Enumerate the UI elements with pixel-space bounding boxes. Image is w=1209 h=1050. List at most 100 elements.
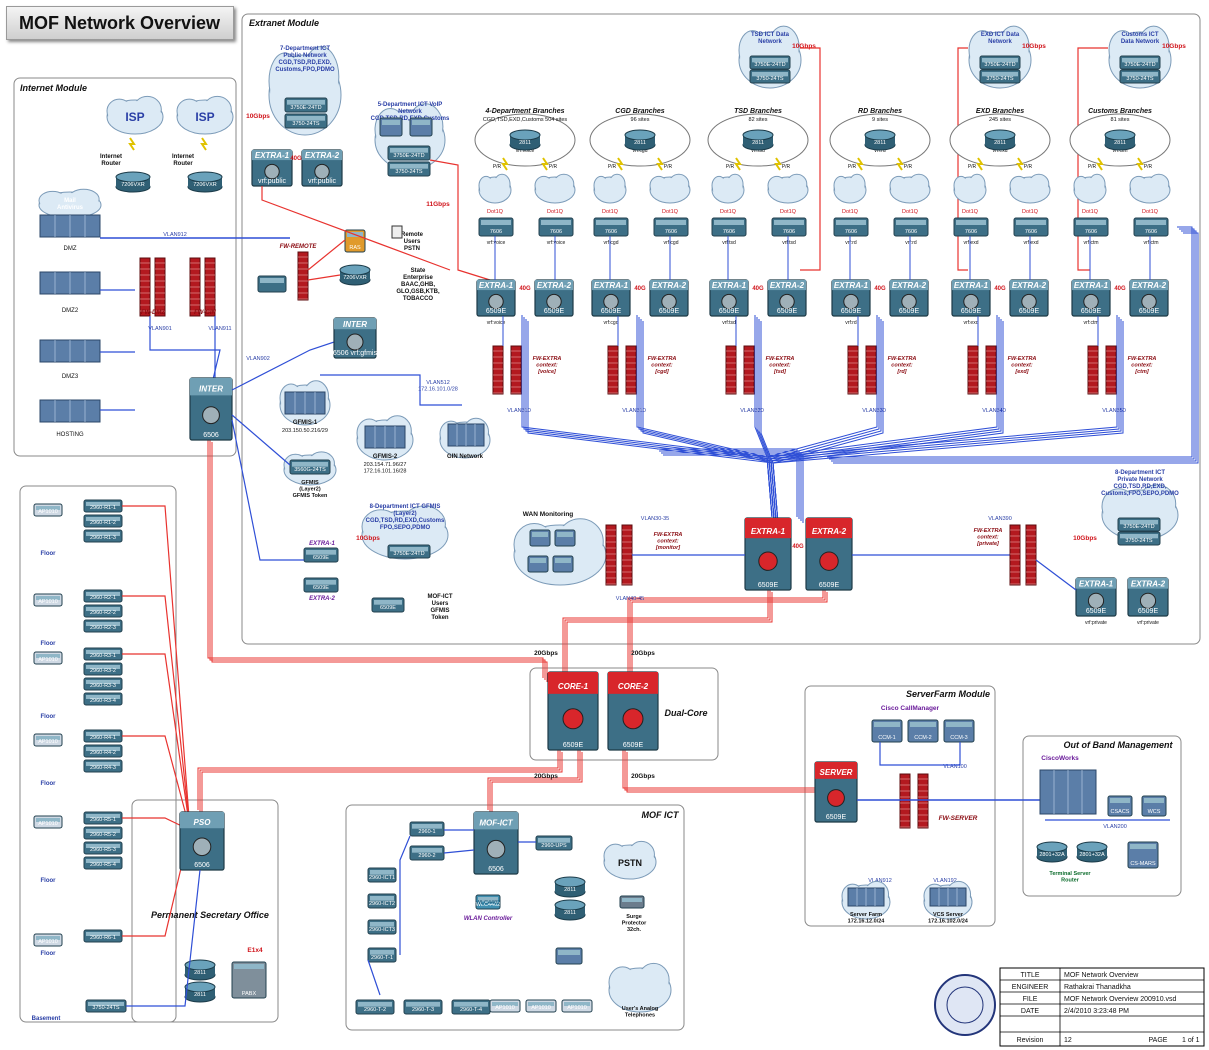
- dmz-server-1: [39, 214, 101, 238]
- lightning-icon: [656, 157, 664, 171]
- public-switch-2: 3750-24TS: [284, 113, 328, 129]
- switch-face: [714, 220, 744, 225]
- switch-face: [86, 932, 120, 936]
- switch-label: 2960-R2-2: [90, 610, 116, 616]
- wan-router-b-1: 7606: [653, 217, 689, 237]
- chassis-top: [252, 150, 292, 161]
- speed-label: 40G: [874, 286, 886, 292]
- dot1q-label: Dot1Q: [962, 209, 979, 215]
- switch-face: [836, 220, 866, 225]
- speed-label: 10Gbps: [1162, 43, 1186, 50]
- link-strand: [770, 319, 1122, 522]
- lightning-icon: [541, 157, 549, 171]
- switch-label: 2960-R5-3: [90, 847, 116, 853]
- surge-box: [619, 895, 645, 909]
- link-tsd-data: [800, 47, 821, 271]
- switch-label: 7606: [723, 229, 735, 235]
- vlan-label: VLAN30-35: [641, 516, 669, 522]
- lightning-icon: [734, 157, 742, 171]
- switch-face: [390, 547, 428, 552]
- switch-face: [86, 502, 120, 506]
- chassis-label: EXTRA-1: [479, 281, 514, 290]
- ccm-server-2: CCM-2: [907, 719, 939, 743]
- uih-cloud-3: [889, 173, 931, 204]
- link-exd-data: [957, 47, 968, 271]
- cloud-fill: [610, 969, 670, 1011]
- pstn-label: PSTN: [618, 858, 642, 868]
- link-branch-0: [521, 315, 779, 524]
- router-top: [187, 171, 223, 183]
- firewall-body: [1025, 524, 1037, 586]
- mofict-t-sw-3: 2960-T-3: [403, 999, 443, 1015]
- router-top: [1076, 841, 1108, 853]
- speed-label: 20Gbps: [631, 650, 655, 657]
- chassis-model: 6509E: [563, 742, 584, 749]
- switch-face: [287, 100, 325, 105]
- switch-label: AP1010: [38, 599, 58, 605]
- monitor-pc-4: [552, 555, 574, 573]
- link-strand: [199, 750, 561, 812]
- wan-monitoring-cloud: [513, 518, 607, 586]
- tsd-data-switch-2: 3750-24TS: [749, 69, 791, 84]
- chassis-model: 6506: [488, 866, 504, 873]
- chassis-label: EXTRA-2: [1012, 281, 1047, 290]
- branch-fw-1-1: [607, 345, 619, 395]
- link-strand: [564, 590, 771, 680]
- vlan-label: VLAN340: [982, 408, 1006, 414]
- chassis-knob: [486, 839, 506, 859]
- chassis-top: [608, 672, 658, 694]
- switch-face: [528, 1002, 554, 1006]
- dot1q-label: Dot1Q: [780, 209, 797, 215]
- switch-label: 2960-R1-2: [90, 520, 116, 526]
- switch-face: [982, 58, 1018, 63]
- speed-label: 20Gbps: [534, 650, 558, 657]
- extranet-module-frame: [241, 13, 1201, 645]
- switch-face: [538, 838, 570, 843]
- speed-label: 20Gbps: [631, 773, 655, 780]
- floor-label: Floor: [41, 951, 57, 957]
- chassis-top: [548, 672, 598, 694]
- wan-vrf: vrf:cgd: [663, 240, 678, 246]
- switch-face: [752, 58, 788, 63]
- vlan-label: VLAN902: [246, 356, 270, 362]
- link-strand: [640, 319, 777, 522]
- switch-face: [86, 732, 120, 736]
- mofict-vgw: [555, 947, 583, 965]
- gfmis-l2-ext-switch: 3750E-24TD: [387, 544, 431, 559]
- link-strand: [663, 454, 804, 523]
- module-title-mofict: MOF ICT: [642, 810, 680, 820]
- monitor-fw-1: [605, 524, 617, 586]
- switch-face: [86, 747, 120, 751]
- router-label: 2811: [752, 140, 764, 146]
- router-label: 7206VXR: [121, 182, 145, 188]
- pr-label: P/R: [904, 164, 913, 170]
- chassis-top: [745, 518, 791, 539]
- cat-cloud-1: [593, 173, 627, 204]
- switch-label: 2960-R4-3: [90, 765, 116, 771]
- chassis-knob: [603, 293, 619, 310]
- extra-vrf: vrf:private: [1085, 620, 1107, 626]
- cloud-fill: [769, 178, 807, 202]
- chassis-top: [334, 318, 376, 330]
- chassis-top: [477, 280, 515, 291]
- link-public-extra: [261, 186, 451, 271]
- switch-label: PABX: [242, 991, 257, 997]
- wan-router-a-1: 7606: [593, 217, 629, 237]
- chassis-top: [190, 378, 232, 396]
- switch-label: 7606: [1025, 229, 1037, 235]
- speed-label: 10Gbps: [246, 113, 270, 120]
- firewall-body: [510, 345, 522, 395]
